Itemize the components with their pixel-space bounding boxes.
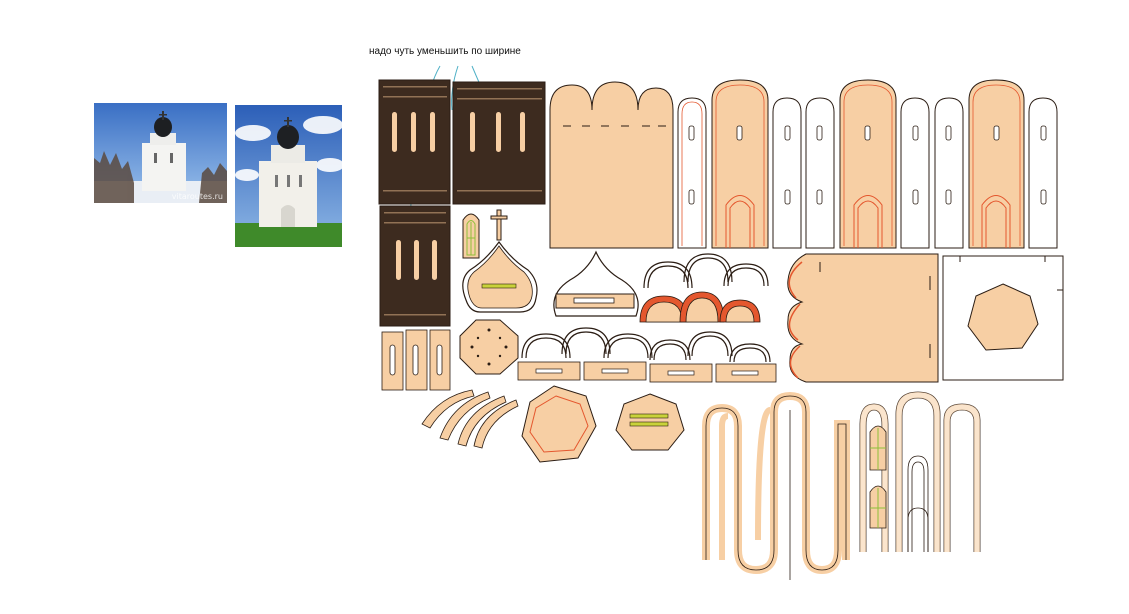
dark-panel-dotted-texture <box>383 86 542 316</box>
octagon-drum <box>459 319 519 375</box>
annotation-note: надо чуть уменьшить по ширине <box>369 46 521 57</box>
dark-wall-panel-3 <box>379 205 451 327</box>
dome-2 <box>553 250 639 317</box>
meander-strip-2 <box>719 407 791 580</box>
church-photo-1-image <box>94 103 227 203</box>
church-photo-1: vitaroutes.ru <box>94 103 227 203</box>
dark-wall-panel-1 <box>378 79 451 205</box>
frame-windows <box>869 425 887 529</box>
apse-wall-panel <box>787 253 939 383</box>
arched-facade-1 <box>677 79 802 249</box>
facade-red-outlines <box>681 84 1021 246</box>
church-photo-2-image <box>235 105 342 247</box>
facade-three-arches <box>549 81 674 249</box>
arched-facade-2 <box>805 79 930 249</box>
dark-wall-panel-2 <box>452 81 546 205</box>
meander-strip <box>702 391 850 575</box>
photo-watermark: vitaroutes.ru <box>171 192 223 201</box>
arched-frames-fill <box>860 392 980 552</box>
arched-facade-3 <box>934 79 1058 249</box>
small-window <box>462 213 480 259</box>
heptagon-plate-slotted <box>615 393 685 451</box>
base-plate <box>942 255 1064 381</box>
cross-and-dome <box>462 209 538 313</box>
arch-row-2 <box>521 327 771 363</box>
facade-window-slots <box>688 125 1047 205</box>
church-photo-2 <box>235 105 342 247</box>
curved-ribs <box>421 389 519 449</box>
arch-row-1 <box>643 253 769 289</box>
arch-row-red <box>639 291 761 323</box>
heptagon-plate-red <box>521 385 597 463</box>
